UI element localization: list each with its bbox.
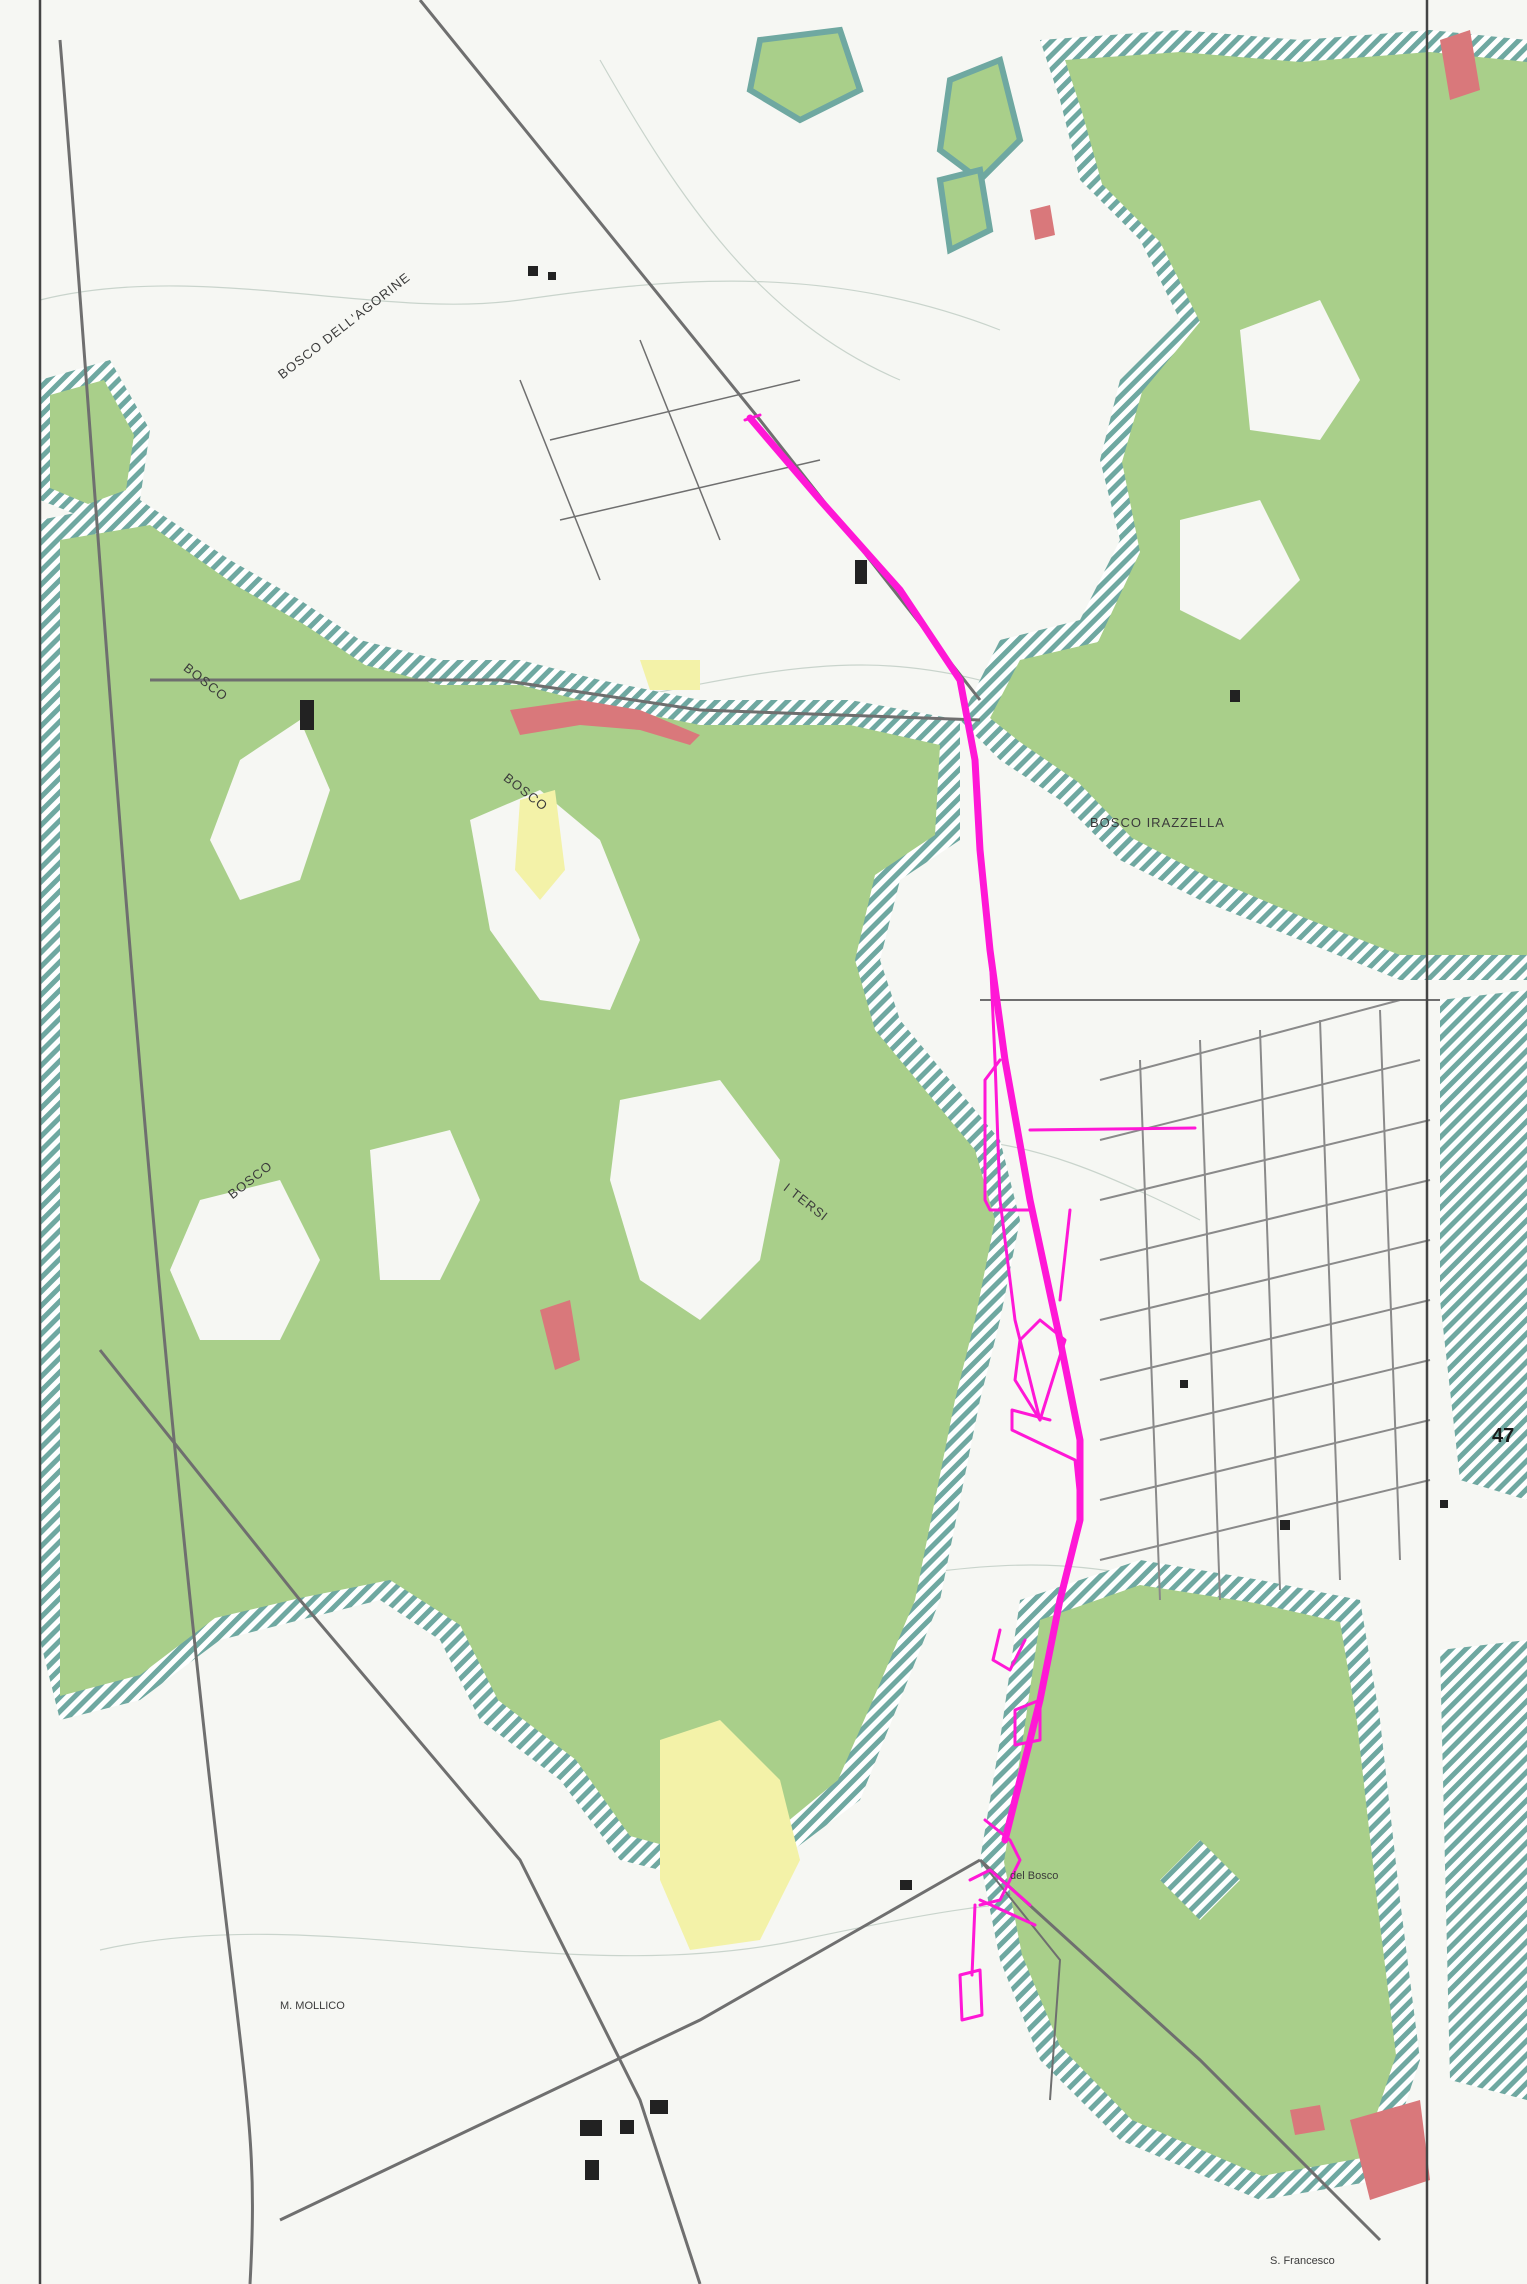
route-branch-spur: [1058, 1208, 1072, 1302]
urban-block-b: [1030, 205, 1055, 240]
forest-east-edge-lower: [1440, 1640, 1527, 2100]
clearing-ne-b: [1180, 500, 1300, 640]
yellow-area-south: [660, 1720, 800, 1950]
road-south-loop: [979, 1859, 1062, 2101]
urban-block-e: [1290, 2105, 1325, 2135]
clearing-a: [210, 720, 330, 900]
urban-block-d: [1350, 2100, 1430, 2200]
route-side-box: [1013, 1698, 1042, 1747]
roads: [58, 0, 1440, 2284]
route-terminal-stem: [970, 1903, 977, 1977]
road-ridge: [150, 678, 981, 722]
sheet-grid: [38, 0, 1429, 2284]
clearing-c: [610, 1080, 780, 1320]
forest-east-edge: [1440, 990, 1527, 1500]
label-m-mollico: M. MOLLICO: [280, 2000, 345, 2012]
clearing-se: [1160, 1840, 1240, 1920]
label-sheet-number: 47: [1492, 1425, 1515, 1447]
forest-patch-north-b: [936, 55, 1024, 184]
road-north-grid-4: [519, 379, 601, 581]
urban-blocks: [510, 30, 1480, 2200]
label-del-bosco: del Bosco: [1010, 1870, 1059, 1882]
forest-areas: [40, 26, 1527, 2200]
forest-patch-north-a: [746, 26, 864, 124]
route-loop-a: [1013, 1318, 1067, 1422]
route-overlay: [743, 413, 1197, 2022]
town-street-grid: [1099, 999, 1431, 1601]
route-branch-east: [1028, 1126, 1197, 1132]
label-bottom-town: S. Francesco: [1270, 2255, 1335, 2267]
route-parallel-a: [988, 948, 1042, 1422]
forest-patch-north-c: [936, 166, 994, 255]
clearing-e: [370, 1130, 480, 1280]
road-north-grid-1: [549, 379, 801, 441]
route-main-line: [746, 414, 1084, 1844]
road-southwest: [279, 1858, 981, 2222]
route-diagonal-junction: [968, 1868, 1032, 1907]
route-junction-cross: [978, 1898, 1037, 1927]
road-diagonal-north: [418, 0, 982, 701]
buildings: [300, 266, 1448, 2180]
route-branch-west: [983, 1058, 1032, 1212]
road-north-grid-2: [559, 459, 821, 521]
road-diagonal-south: [98, 1349, 702, 2284]
label-bosco-east: BOSCO IRAZZELLA: [1090, 815, 1225, 830]
urban-block-a: [1440, 30, 1480, 100]
road-north-grid-3: [639, 339, 721, 541]
clearing-d: [170, 1180, 320, 1340]
railway-west: [58, 39, 254, 2284]
road-diagonal-se: [978, 1858, 1382, 2242]
route-side-loop: [991, 1628, 1027, 1672]
clearing-ne-a: [1240, 300, 1360, 440]
route-loop-b: [1010, 1408, 1082, 1512]
route-north-head: [743, 413, 762, 422]
urban-ridge-north: [510, 700, 700, 745]
clearing-b: [470, 790, 640, 1010]
yellow-area-north: [640, 660, 700, 690]
yellow-area-mid: [515, 790, 565, 900]
yellow-areas: [515, 660, 800, 1950]
urban-block-c: [540, 1300, 580, 1370]
route-south-junction: [978, 1818, 1022, 1907]
